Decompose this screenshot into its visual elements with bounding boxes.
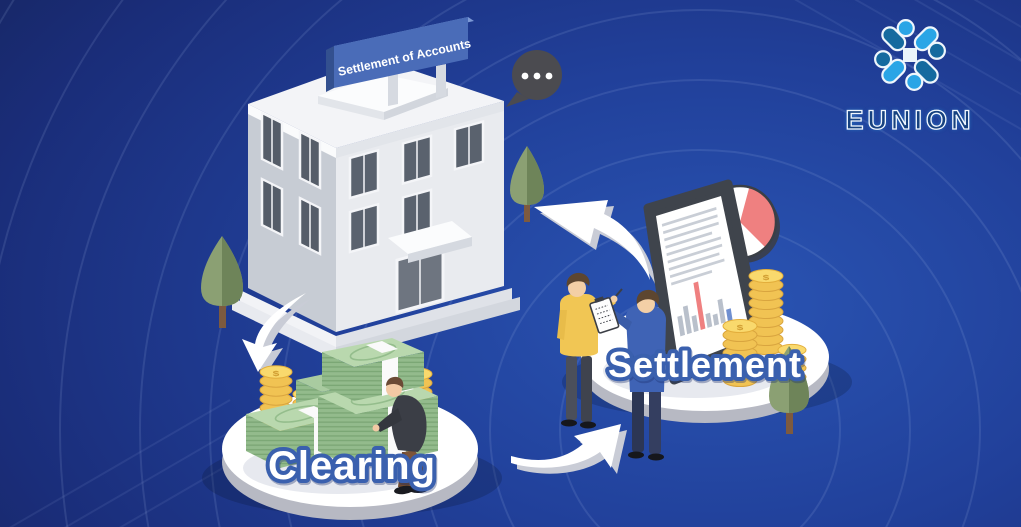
coin-dollar: $: [763, 274, 770, 282]
tree-center: [510, 146, 544, 222]
tablet-bar-chart: [677, 281, 733, 337]
person-blue-clipboard: [589, 289, 666, 461]
settlement-building: [232, 58, 520, 360]
hair: [386, 376, 404, 388]
hair: [566, 272, 590, 287]
tree-right: [769, 346, 809, 434]
hair: [636, 289, 660, 305]
clipboard: [589, 296, 620, 334]
sign-panel: [334, 17, 468, 88]
coin-dollar: $: [273, 370, 280, 378]
arrow-building-to-clearing: [242, 293, 312, 377]
brand-name: EUNION: [845, 104, 975, 135]
speech-bubble: [506, 50, 562, 107]
settlement-label: Settlement: [608, 344, 802, 385]
coin-dollar: $: [737, 324, 744, 332]
tablet-screen-content: [661, 207, 733, 337]
building-windows-left: [260, 111, 322, 256]
tree-left: [201, 236, 243, 328]
eunion-pinwheel-icon: [874, 19, 946, 91]
clearing-label: Clearing: [268, 444, 436, 488]
brand-logo: EUNION: [835, 12, 985, 136]
arrow-settlement-to-building: [534, 200, 656, 286]
speech-bubble-tail: [506, 92, 529, 107]
arrow-clearing-to-settlement: [511, 424, 627, 474]
rooftop-sign: Settlement of Accounts: [326, 17, 474, 106]
building-awning: [388, 221, 472, 263]
building-windows-right: [348, 120, 485, 315]
person-gathering-cash: [372, 376, 428, 495]
